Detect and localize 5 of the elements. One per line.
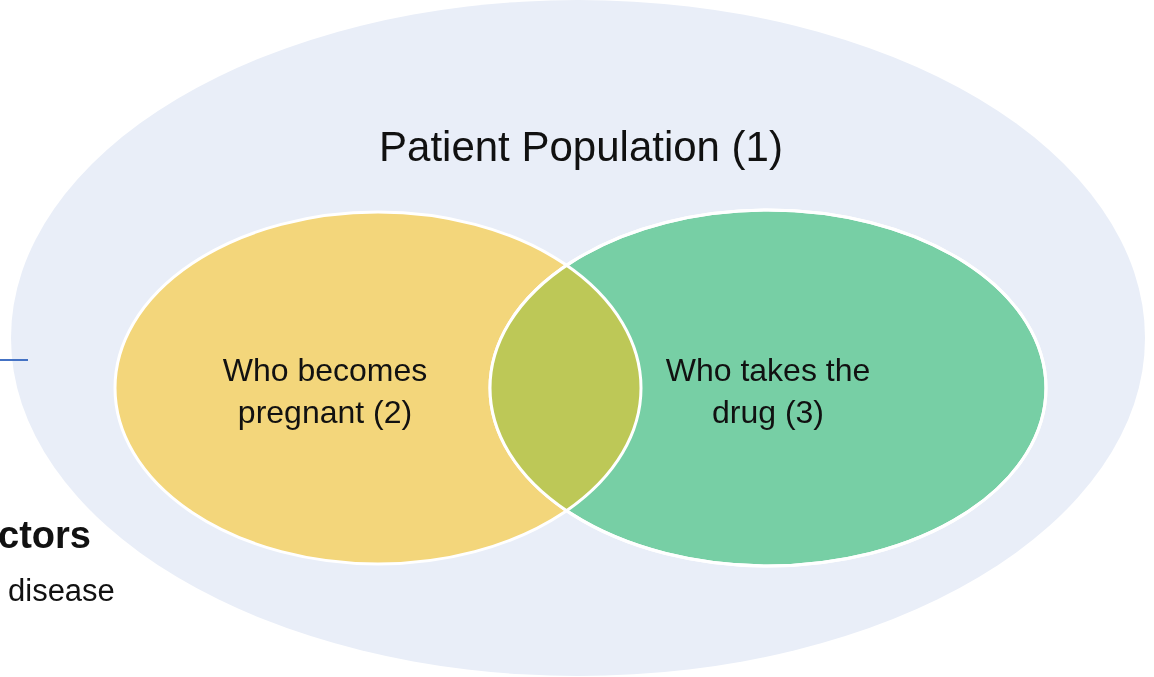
text-label: disease <box>8 573 115 609</box>
ellipse-label: Who takes the drug (3) <box>664 351 872 432</box>
ellipse-label: Patient Population (1) <box>378 122 784 172</box>
ellipse-label: Who becomes pregnant (2) <box>221 351 429 432</box>
text-label: ctors <box>0 514 91 557</box>
